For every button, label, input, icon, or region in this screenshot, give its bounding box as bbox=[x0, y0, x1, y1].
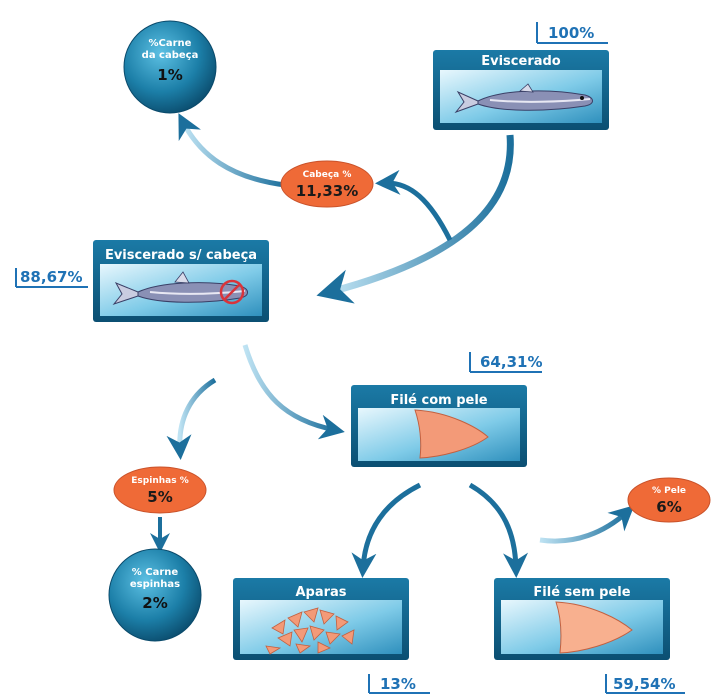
circle-carne-espinhas: % Carne espinhas 2% bbox=[108, 548, 202, 642]
oval-pele-title: % Pele bbox=[652, 486, 686, 496]
arrow-to-cabeca-oval bbox=[375, 169, 453, 242]
oval-espinhas-value: 5% bbox=[147, 488, 172, 506]
pct-file-sem-pele: 59,54% bbox=[605, 674, 685, 694]
circle-carne-espinhas-line1: % Carne bbox=[132, 567, 179, 578]
pct-file-com-pele: 64,31% bbox=[469, 352, 542, 373]
trimmings-icon bbox=[265, 607, 355, 655]
box-eviscerado-sem-cabeca-title: Eviscerado s/ cabeça bbox=[105, 248, 257, 263]
arrows bbox=[150, 113, 635, 578]
box-file-sem-pele: Filé sem pele 59,54% bbox=[494, 578, 685, 694]
pct-aparas: 13% bbox=[368, 674, 430, 694]
arrow-sem-cabeca-to-file bbox=[242, 344, 345, 440]
arrow-sem-cabeca-to-espinhas bbox=[166, 377, 217, 460]
arrow-eviscerado-to-sem-cabeca bbox=[316, 134, 514, 304]
arrow-to-pele-oval bbox=[539, 505, 635, 544]
oval-espinhas-title: Espinhas % bbox=[131, 476, 188, 486]
pct-eviscerado-sem-cabeca: 88,67% bbox=[15, 268, 88, 288]
circle-carne-cabeca-value: 1% bbox=[157, 66, 182, 84]
pct-file-sem-pele-label: 59,54% bbox=[613, 675, 675, 693]
arrow-file-to-aparas bbox=[351, 482, 422, 578]
pct-eviscerado-label: 100% bbox=[548, 24, 594, 42]
box-eviscerado: Eviscerado 100% bbox=[433, 22, 609, 130]
oval-cabeca-title: Cabeça % bbox=[303, 170, 352, 180]
box-aparas: Aparas 13% bbox=[233, 578, 430, 694]
fish-no-head-icon bbox=[112, 271, 248, 306]
oval-pele: % Pele 6% bbox=[627, 477, 711, 523]
circle-carne-cabeca-line1: %Carne bbox=[149, 38, 192, 49]
fillet-icon bbox=[555, 601, 633, 654]
box-eviscerado-title: Eviscerado bbox=[481, 54, 561, 69]
fillet-icon bbox=[414, 409, 489, 459]
box-eviscerado-sem-cabeca: Eviscerado s/ cabeça 88,67% bbox=[15, 240, 269, 322]
oval-pele-value: 6% bbox=[656, 498, 681, 516]
pct-eviscerado: 100% bbox=[536, 22, 608, 44]
oval-espinhas: Espinhas % 5% bbox=[113, 466, 207, 514]
box-file-com-pele: Filé com pele 64,31% bbox=[351, 352, 542, 467]
circle-carne-espinhas-value: 2% bbox=[142, 594, 167, 612]
oval-cabeca: Cabeça % 11,33% bbox=[280, 160, 374, 208]
box-aparas-title: Aparas bbox=[295, 585, 346, 600]
oval-cabeca-value: 11,33% bbox=[296, 182, 358, 200]
circle-carne-espinhas-line2: espinhas bbox=[130, 579, 180, 590]
pct-aparas-label: 13% bbox=[380, 675, 416, 693]
fish-icon bbox=[454, 83, 593, 114]
pct-file-com-pele-label: 64,31% bbox=[480, 353, 542, 371]
box-file-sem-pele-title: Filé sem pele bbox=[533, 585, 630, 600]
pct-eviscerado-sem-cabeca-label: 88,67% bbox=[20, 268, 82, 286]
arrow-cabeca-to-carne bbox=[178, 113, 286, 188]
box-file-com-pele-title: Filé com pele bbox=[390, 393, 487, 408]
circle-carne-cabeca-line2: da cabeça bbox=[142, 50, 199, 61]
arrow-file-to-sem-pele bbox=[468, 482, 529, 578]
circle-carne-cabeca: %Carne da cabeça 1% bbox=[123, 20, 217, 114]
